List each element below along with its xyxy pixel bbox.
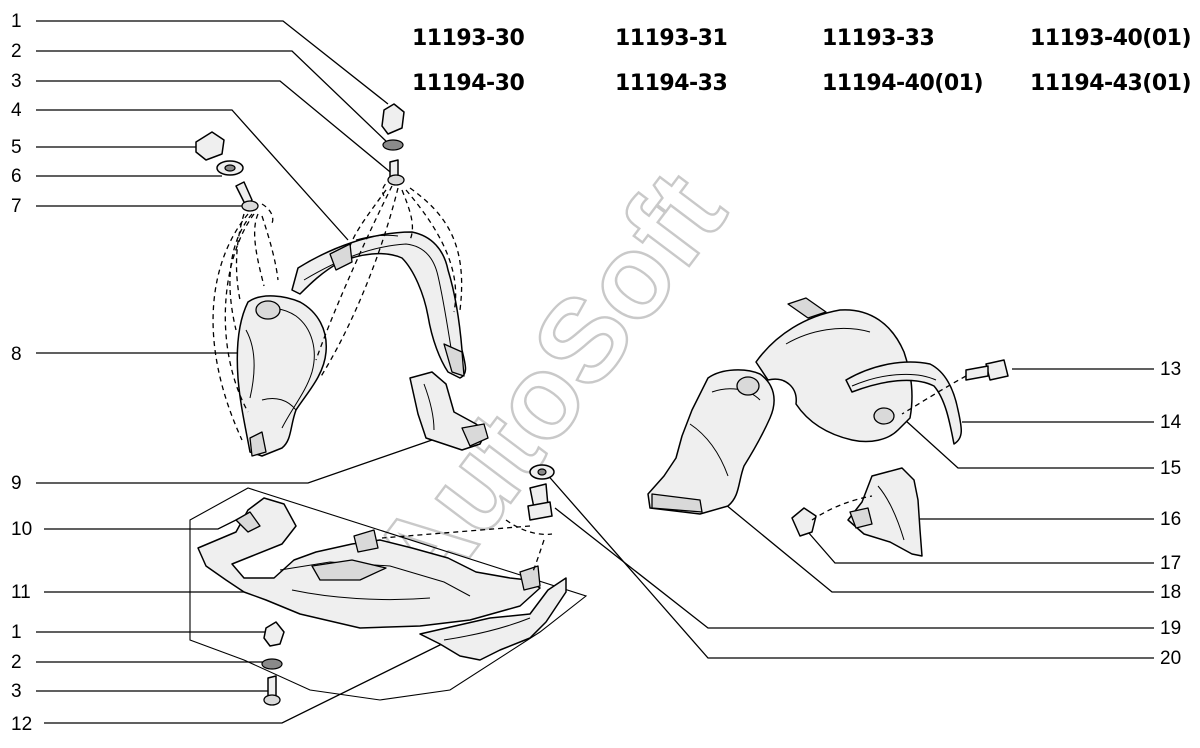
model-row2-3: 11194-40(01) <box>822 71 983 96</box>
clip-1-top <box>381 103 405 135</box>
callout-8: 8 <box>11 344 22 365</box>
wheel-arch-liner <box>291 231 467 379</box>
model-row1-3: 11193-33 <box>822 26 934 51</box>
clip-5 <box>195 131 225 161</box>
model-row1-2: 11193-31 <box>615 26 727 51</box>
callout-19: 19 <box>1160 618 1181 639</box>
screw-7 <box>235 181 253 207</box>
callout-15: 15 <box>1160 458 1181 479</box>
callout-9: 9 <box>11 473 22 494</box>
callout-18: 18 <box>1160 582 1181 603</box>
callout-1b: 1 <box>11 622 22 643</box>
callout-10: 10 <box>11 519 32 540</box>
callout-1: 1 <box>11 11 22 32</box>
callout-3b: 3 <box>11 681 22 702</box>
front-fender-liner-left <box>236 295 327 457</box>
model-row2-1: 11194-30 <box>412 71 524 96</box>
mud-flap <box>409 371 489 451</box>
callout-4: 4 <box>11 100 22 121</box>
fasteners-bottom-left <box>261 621 285 706</box>
callout-2b: 2 <box>11 652 22 673</box>
callout-17: 17 <box>1160 553 1181 574</box>
model-row1-4: 11193-40(01) <box>1030 26 1191 51</box>
callout-7: 7 <box>11 196 22 217</box>
callout-2: 2 <box>11 41 22 62</box>
callout-11: 11 <box>11 582 31 603</box>
fasteners-center <box>527 464 555 521</box>
front-fender-liner-right <box>647 369 775 515</box>
callout-5: 5 <box>11 137 22 158</box>
bolt-13 <box>901 359 1009 415</box>
leader-lines-left <box>36 20 451 724</box>
engine-undertray <box>189 487 588 701</box>
callout-14: 14 <box>1160 412 1182 433</box>
callout-6: 6 <box>11 166 22 187</box>
model-row2-2: 11194-33 <box>615 71 727 96</box>
callouts-left: 1 2 3 4 5 6 7 8 9 10 11 1 2 3 12 <box>11 11 32 735</box>
callouts-right: 13 14 15 16 17 18 19 20 <box>1160 359 1182 669</box>
callout-16: 16 <box>1160 509 1181 530</box>
callout-3: 3 <box>11 71 22 92</box>
assembly-arrows-center <box>381 519 553 575</box>
model-row1-1: 11193-30 <box>412 26 524 51</box>
wheel-arch-liner-right <box>755 297 962 445</box>
callout-20: 20 <box>1160 648 1181 669</box>
fasteners-top-left <box>195 103 405 212</box>
callout-13: 13 <box>1160 359 1181 380</box>
mud-flap-right <box>791 467 923 557</box>
model-header: 11193-30 11193-31 11193-33 11193-40(01) … <box>412 26 1192 96</box>
washer-2-top <box>382 139 404 151</box>
model-row2-4: 11194-43(01) <box>1030 71 1191 96</box>
assembly-arrows-left <box>212 177 463 441</box>
leader-lines-right <box>544 368 1154 659</box>
callout-12: 12 <box>11 714 32 735</box>
